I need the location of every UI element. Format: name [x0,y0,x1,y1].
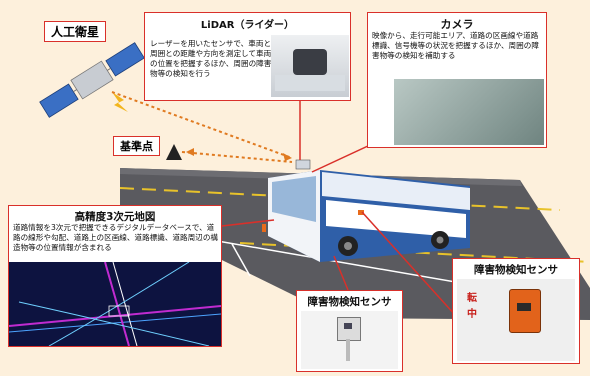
bus-sign-text: 転中 [467,293,477,320]
camera-title: カメラ [440,18,474,31]
obstacle-sensor-right-box: 障害物検知センサ 転中 [452,258,580,364]
lidar-box: LiDAR（ライダー） レーザーを用いたセンサで、車両と周囲との距離や方向を測定… [144,12,351,101]
parking-line-2 [231,243,251,277]
hdmap-connector [221,219,275,227]
satellite-label: 人工衛星 [44,21,107,42]
signal-bolt [112,92,128,112]
camera-box: カメラ 映像から、走行可能エリア、道路の区画線や道路標識、信号機等の状況を把握す… [367,12,547,148]
orange-sensor-shape [509,289,541,333]
autonomous-bus [262,159,470,262]
reference-link [181,151,293,163]
camera-photo [394,79,544,145]
sensor-right-connector [361,211,457,317]
lidar-title: LiDAR（ライダー） [200,20,295,31]
obstacle-sensor-right-photo: 転中 [457,279,575,361]
sensor-box-shape [337,317,361,341]
hdmap-image [9,262,221,346]
lidar-sensor-shape [293,49,327,75]
camera-description: 映像から、走行可能エリア、道路の区画線や道路標識、信号機等の状況を把握するほか、… [372,31,539,60]
obstacle-sensor-bottom-title: 障害物検知センサ [307,296,392,308]
satellite-icon [39,42,145,118]
sensor-bottom-connector [333,255,349,291]
reference-point-label: 基準点 [113,136,160,156]
lidar-description: レーザーを用いたセンサで、車両と周囲との距離や方向を測定して車両の位置を把握する… [150,39,272,78]
obstacle-sensor-bottom-photo [301,311,398,369]
hdmap-box: 高精度3次元地図 道路情報を3次元で把握できるデジタルデータベースで、道路の線形… [8,205,222,347]
obstacle-sensor-right-title: 障害物検知センサ [474,264,558,276]
satellite-link [111,91,293,159]
lidar-photo [271,35,349,97]
obstacle-sensor-bottom-box: 障害物検知センサ [296,290,403,372]
hdmap-title: 高精度3次元地図 [74,211,156,223]
reference-point-marker [166,144,182,160]
hdmap-description: 道路情報を3次元で把握できるデジタルデータベースで、道路の線形や勾配、道路上の区… [13,223,219,252]
